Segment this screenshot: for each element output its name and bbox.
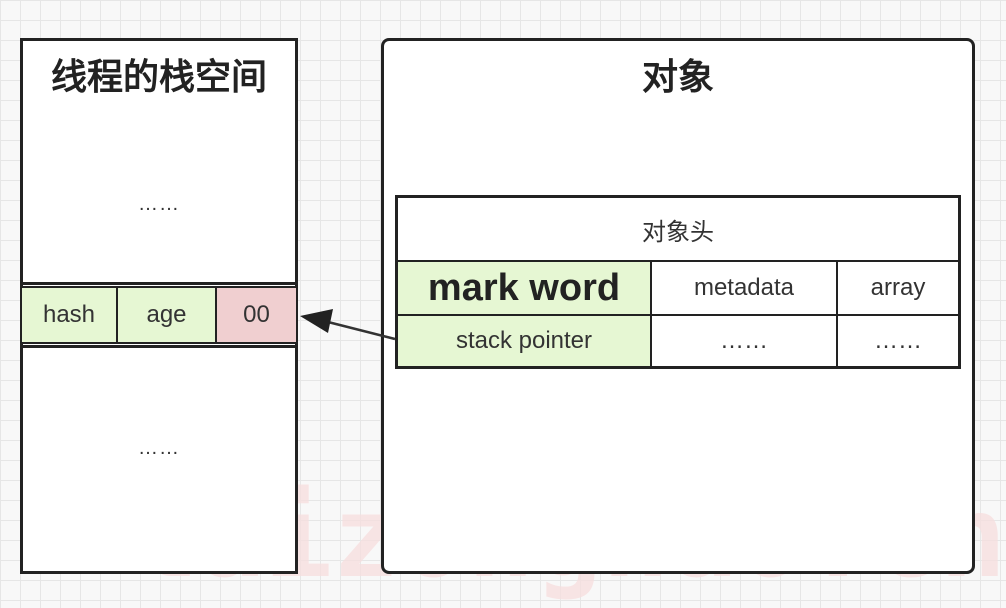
arrow-line bbox=[327, 320, 396, 341]
lock-flag-cell: 00 bbox=[215, 286, 298, 344]
age-cell: age bbox=[116, 286, 217, 344]
stack-pointer-cell: stack pointer bbox=[395, 314, 652, 369]
array-ellipsis-cell: …… bbox=[836, 314, 961, 369]
thread-stack-title: 线程的栈空间 bbox=[50, 57, 267, 98]
stack-bottom-ellipsis: …… bbox=[138, 437, 180, 459]
hash-cell: hash bbox=[20, 286, 118, 344]
object-title: 对象 bbox=[641, 57, 714, 98]
arrow-head bbox=[300, 309, 333, 333]
array-cell: array bbox=[836, 260, 961, 316]
stack-top-ellipsis: …… bbox=[138, 193, 180, 215]
mark-word-cell: mark word bbox=[395, 260, 652, 316]
